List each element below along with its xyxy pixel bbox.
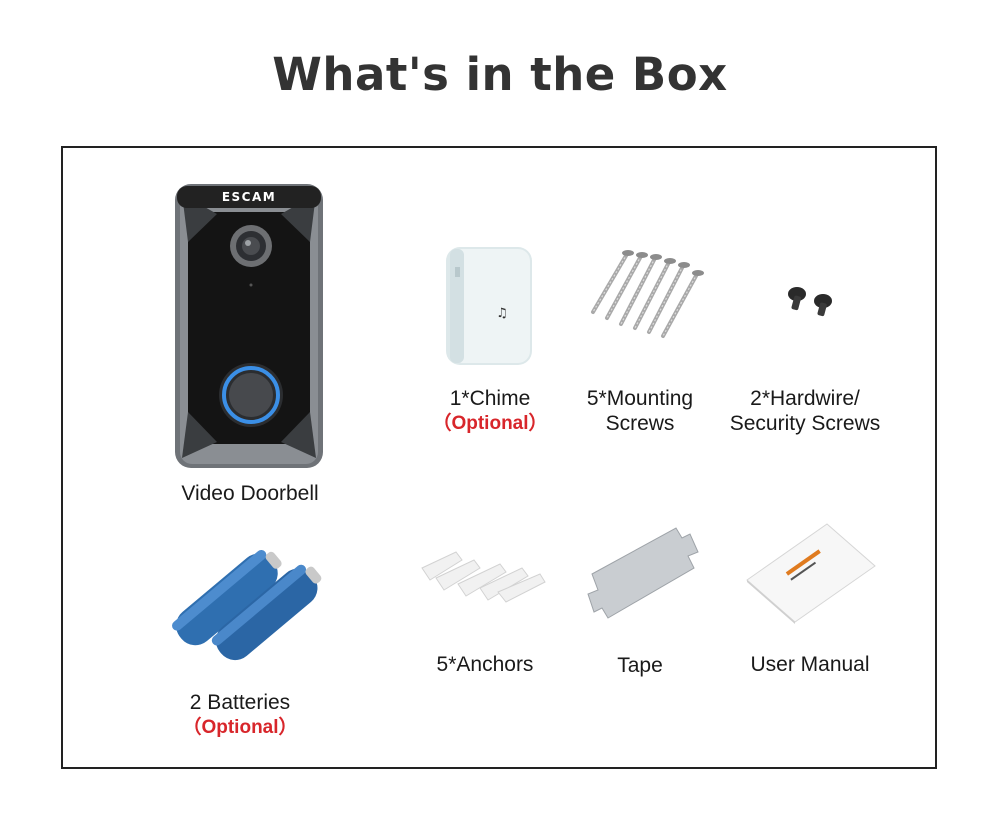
video-doorbell-image: ESCAM — [175, 184, 323, 468]
svg-text:♫: ♫ — [496, 306, 508, 321]
batteries-optional-note: （Optional） — [182, 717, 298, 738]
box-contents-frame — [61, 146, 937, 769]
anchors-image — [421, 551, 546, 603]
video-doorbell-label: Video Doorbell — [181, 482, 319, 505]
batteries-image — [172, 549, 322, 661]
user-manual-image — [746, 523, 876, 624]
chime-image: ♫ — [446, 247, 532, 365]
chime-name: 1*Chime — [449, 387, 531, 410]
user-manual-label: User Manual — [750, 653, 870, 676]
brand-logo: ESCAM — [222, 190, 276, 204]
page-title: What's in the Box — [272, 48, 728, 101]
mounting-screws-label: 5*Mounting Screws — [560, 386, 720, 436]
hardwire-screws-name: 2*Hardwire/ — [750, 387, 860, 410]
mounting-screws-image — [591, 250, 704, 338]
batteries-name: 2 Batteries — [189, 691, 291, 714]
mounting-screws-name: 5*Mounting — [586, 387, 694, 410]
hardwire-screws-image — [788, 287, 832, 317]
batteries-label: 2 Batteries （Optional） — [150, 690, 330, 740]
tape-label: Tape — [617, 654, 663, 677]
tape-image — [587, 527, 699, 619]
mounting-screws-name2: Screws — [605, 412, 675, 435]
hardwire-screws-name2: Security Screws — [729, 412, 881, 435]
chime-label: 1*Chime （Optional） — [405, 386, 575, 436]
hardwire-screws-label: 2*Hardwire/ Security Screws — [715, 386, 895, 436]
anchors-label: 5*Anchors — [436, 653, 534, 676]
chime-optional-note: （Optional） — [432, 413, 548, 434]
